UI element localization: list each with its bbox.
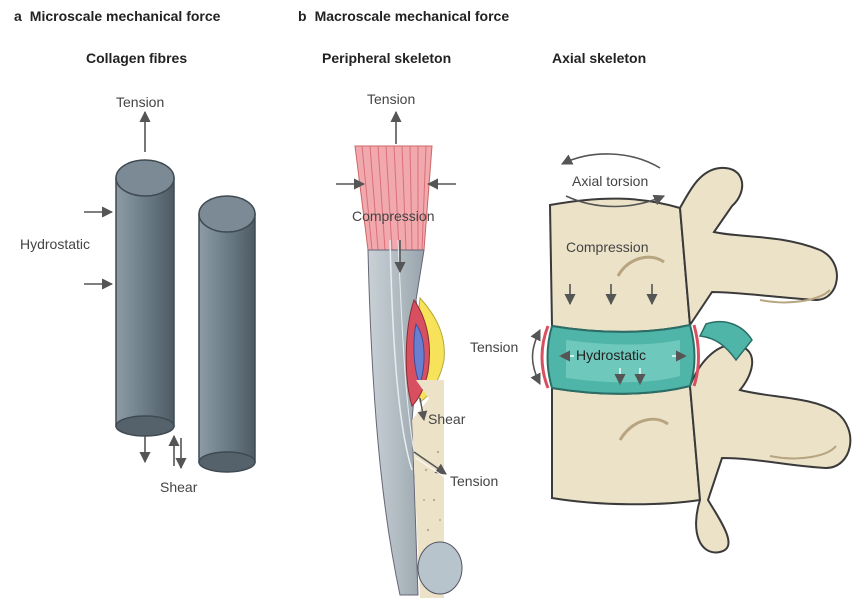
axial-tension-arrow-left (533, 330, 541, 384)
fibre-shear-label: Shear (160, 479, 198, 495)
fibre-tension-label: Tension (116, 94, 164, 110)
axial-hydrostatic-label: Hydrostatic (576, 347, 646, 363)
axial-compression-label: Compression (566, 239, 648, 255)
axial-torsion-label: Axial torsion (572, 173, 648, 189)
fibre-hydrostatic-label: Hydrostatic (20, 236, 90, 252)
peripheral-tension-lower-label: Tension (450, 473, 498, 489)
peripheral-tension-label: Tension (367, 91, 415, 107)
peripheral-compression-label: Compression (352, 208, 434, 224)
peripheral-shear-label: Shear (428, 411, 466, 427)
collagen-fibre-right (199, 196, 255, 472)
collagen-fibre-left (116, 160, 174, 436)
axial-tension-label: Tension (470, 339, 518, 355)
axial-torsion-arrow-top (562, 154, 660, 168)
